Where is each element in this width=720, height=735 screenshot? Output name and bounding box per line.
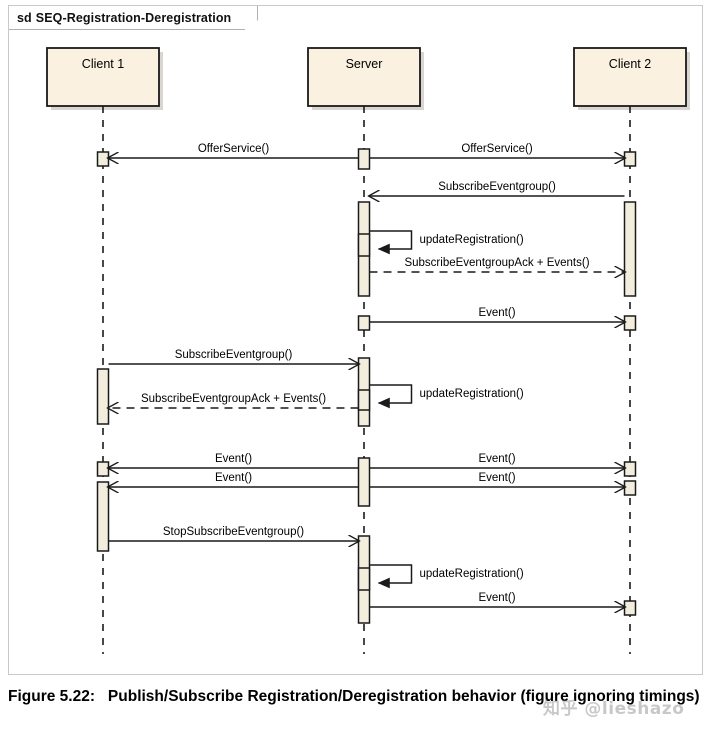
message-m7: SubscribeEventgroup() [108,349,359,364]
self-message-arrow[interactable] [369,384,413,409]
message-label: Event() [478,472,515,484]
message-label: Event() [215,453,252,465]
message-label: StopSubscribeEventgroup() [163,526,304,538]
self-message-arrow[interactable] [369,230,413,255]
sequence-diagram-frame: sd SEQ-Registration-Deregistration Clien… [8,5,703,675]
act-server-events[interactable] [357,457,371,507]
act-server-updateregistration-2[interactable] [357,389,371,411]
message-label: SubscribeEventgroup() [438,181,556,193]
message-label: OfferService() [198,143,270,155]
message-label: Event() [215,472,252,484]
lifeline-label-client1: Client 1 [82,57,124,71]
self-message-arrow[interactable] [369,564,413,589]
figure-number: Figure 5.22: [8,688,95,705]
message-m13: Event() [369,472,625,487]
act-client2-event-1[interactable] [623,315,637,331]
act-client2-subscribe[interactable] [623,201,637,297]
lifeline-client2: Client 2 [573,47,690,654]
figure-caption-text: Publish/Subscribe Registration/Deregistr… [107,688,700,705]
act-client1-offerservice[interactable] [96,151,110,167]
lifeline-client1: Client 1 [46,47,163,654]
act-server-updateregistration-1[interactable] [357,233,371,257]
message-m14: StopSubscribeEventgroup() [108,526,359,541]
act-client1-event-2[interactable] [96,461,110,477]
self-message-label: updateRegistration() [420,388,524,400]
act-client2-event-2[interactable] [623,461,637,477]
message-m5: SubscribeEventgroupAck + Events() [369,257,625,272]
message-label: SubscribeEventgroup() [175,349,293,361]
message-m12: Event() [109,472,359,487]
act-client2-event-3[interactable] [623,480,637,496]
act-client2-offerservice[interactable] [623,151,637,167]
lifeline-head-box-client2[interactable] [573,47,687,107]
act-client2-event-4[interactable] [623,600,637,616]
message-label: SubscribeEventgroupAck + Events() [141,393,326,405]
message-m8: updateRegistration() [369,384,524,409]
message-m16: Event() [369,592,625,607]
figure-caption: Figure 5.22: Publish/Subscribe Registrat… [8,686,708,708]
message-m4: updateRegistration() [369,230,524,255]
message-m11: Event() [369,453,625,468]
message-m15: updateRegistration() [369,564,524,589]
lifeline-head-box-client1[interactable] [46,47,160,107]
lifelines-group: Client 1 Server Client 2 [46,47,690,654]
frame-keyword: sd [17,10,32,25]
frame-title: SEQ-Registration-Deregistration [35,10,232,25]
lifeline-label-server: Server [346,57,383,71]
act-server-offerservice[interactable] [357,148,371,170]
self-message-label: updateRegistration() [420,234,524,246]
message-m2: OfferService() [369,143,625,158]
message-m9: SubscribeEventgroupAck + Events() [109,393,359,408]
act-client1-event-3[interactable] [96,481,110,552]
message-label: Event() [478,453,515,465]
message-label: Event() [478,307,515,319]
message-m6: Event() [369,307,625,322]
self-message-label: updateRegistration() [420,568,524,580]
act-server-updateregistration-3[interactable] [357,567,371,591]
lifeline-label-client2: Client 2 [609,57,651,71]
message-m1: OfferService() [109,143,359,158]
message-label: Event() [478,592,515,604]
message-m3: SubscribeEventgroup() [370,181,625,196]
message-label: OfferService() [461,143,533,155]
act-client1-subscribe[interactable] [96,368,110,425]
frame-name-tag: sd SEQ-Registration-Deregistration [9,6,258,30]
act-server-event-1[interactable] [357,315,371,331]
message-label: SubscribeEventgroupAck + Events() [404,257,589,269]
lifeline-server: Server [307,47,424,654]
activation-bars-group [96,148,637,624]
messages-group: OfferService() OfferService() SubscribeEve… [109,143,625,607]
message-m10: Event() [109,453,359,468]
